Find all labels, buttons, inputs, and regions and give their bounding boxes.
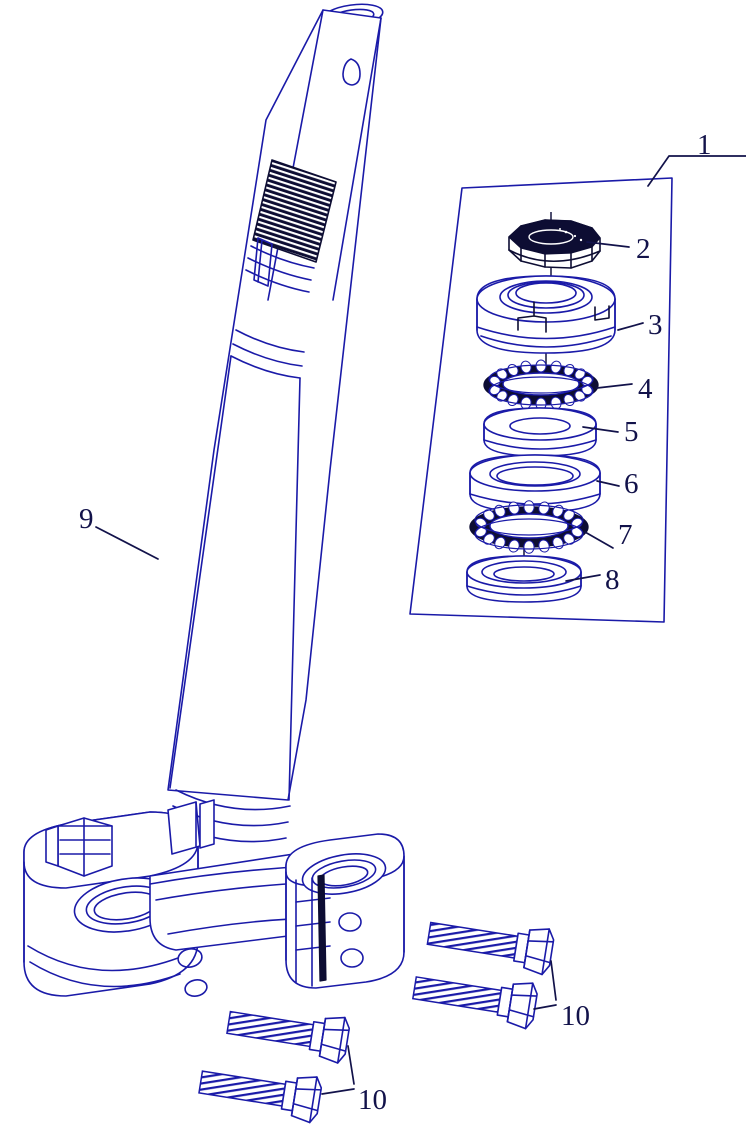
part-6-lower-bearing-race <box>469 454 601 513</box>
part-5-upper-bearing-race <box>483 407 597 457</box>
callout-label-9: 9 <box>79 503 94 535</box>
flange-bolt-lower-left <box>198 1070 323 1124</box>
callout-label-6: 6 <box>624 468 639 500</box>
callout-leaders <box>565 241 644 582</box>
flange-bolt-lower-right <box>411 976 538 1030</box>
callout-label-10-left: 10 <box>358 1084 387 1116</box>
part-9-steering-stem-shaft <box>95 3 384 843</box>
flange-bolt-upper-right <box>426 921 555 976</box>
callout-label-5: 5 <box>624 416 639 448</box>
callout-label-4: 4 <box>638 373 653 405</box>
callout-label-3: 3 <box>648 309 663 341</box>
callout-label-8: 8 <box>605 564 620 596</box>
part-8-lower-bearing-dust-seal <box>466 555 582 603</box>
lower-triple-clamp <box>23 799 405 997</box>
callout-label-7: 7 <box>618 519 633 551</box>
part-7-lower-caged-ball-bearing <box>469 500 589 554</box>
callout-label-2: 2 <box>636 233 651 265</box>
part-4-upper-caged-ball-bearing <box>483 359 599 411</box>
bearing-kit-group-box <box>409 155 746 623</box>
part-2-steering-stem-top-nut <box>508 219 601 269</box>
callout-label-1: 1 <box>697 129 712 161</box>
callout-label-10-right: 10 <box>561 1000 590 1032</box>
part-3-upper-bearing-cone <box>476 275 616 354</box>
flange-bolt-upper-left <box>226 1010 351 1064</box>
bolt-callout-leaders <box>321 960 557 1095</box>
